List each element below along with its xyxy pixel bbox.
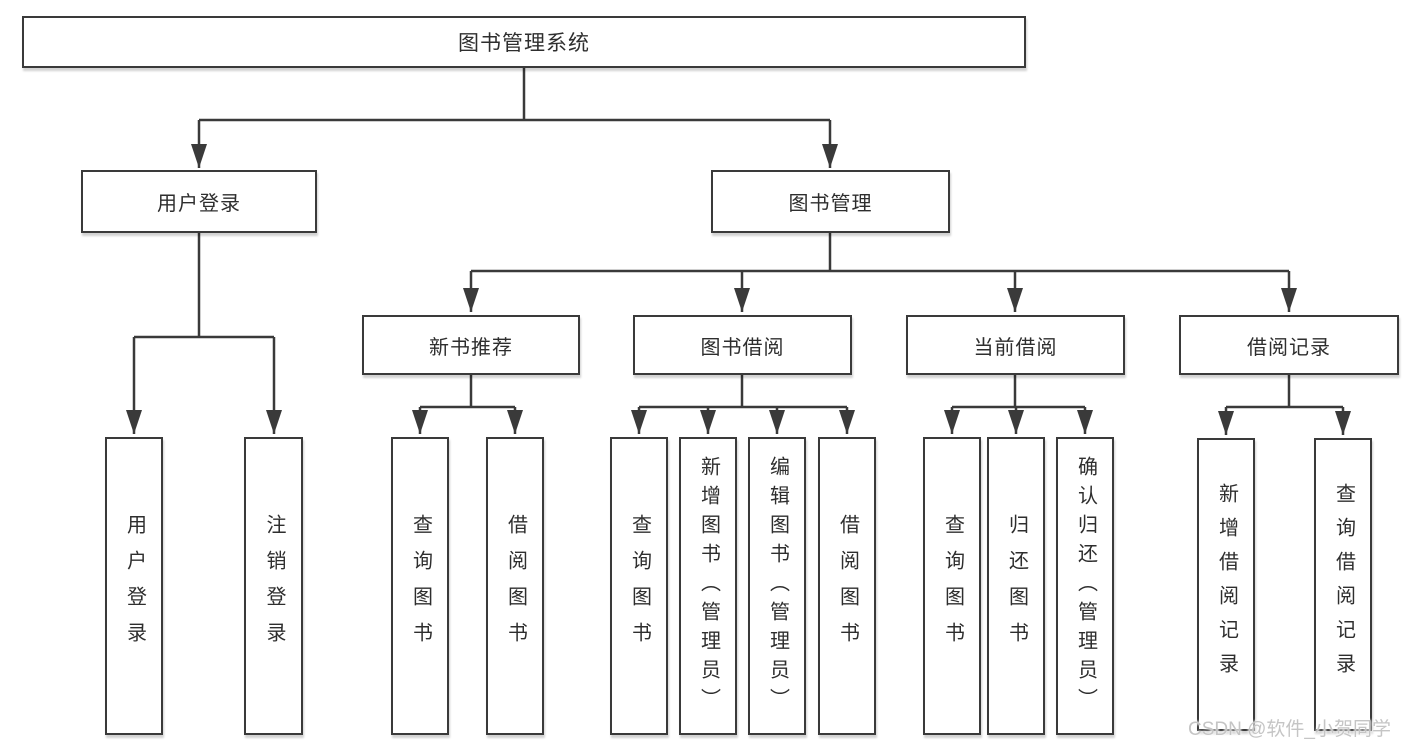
node-new-book-recommend: 新书推荐 (362, 315, 580, 375)
node-book-borrow-label: 图书借阅 (700, 336, 785, 359)
leaf-query-books-1: 查询图书 (391, 437, 449, 735)
node-current-borrow: 当前借阅 (906, 315, 1125, 375)
leaf-edit-book-admin-label: 编辑图书（管理员） (766, 455, 789, 717)
leaf-borrow-books-1-label: 借阅图书 (504, 514, 527, 658)
leaf-query-borrow-record-label: 查询借阅记录 (1332, 482, 1355, 687)
node-library-system: 图书管理系统 (22, 16, 1026, 68)
connector-rails (134, 68, 1343, 409)
node-book-management: 图书管理 (711, 170, 950, 233)
watermark: CSDN @软件_小贺同学 (1188, 719, 1391, 740)
leaf-borrow-books-1: 借阅图书 (486, 437, 544, 735)
node-current-borrow-label: 当前借阅 (973, 336, 1058, 359)
leaf-add-borrow-record: 新增借阅记录 (1197, 438, 1255, 731)
leaf-query-books-2-label: 查询图书 (628, 514, 651, 658)
leaf-confirm-return-admin-label: 确认归还（管理员） (1074, 455, 1097, 717)
node-borrow-records-label: 借阅记录 (1247, 336, 1331, 359)
node-new-book-recommend-label: 新书推荐 (429, 336, 513, 359)
leaf-edit-book-admin: 编辑图书（管理员） (748, 437, 806, 735)
leaf-query-books-3: 查询图书 (923, 437, 981, 735)
leaf-return-book: 归还图书 (987, 437, 1045, 735)
node-book-borrow: 图书借阅 (633, 315, 852, 375)
node-borrow-records: 借阅记录 (1179, 315, 1399, 375)
leaf-logout-label: 注销登录 (263, 514, 285, 658)
node-user-login-label: 用户登录 (157, 193, 241, 215)
leaf-borrow-books-2-label: 借阅图书 (836, 514, 859, 658)
leaf-add-book-admin-label: 新增图书（管理员） (697, 455, 720, 717)
leaf-add-borrow-record-label: 新增借阅记录 (1215, 482, 1238, 687)
leaf-user-login-label: 用户登录 (123, 514, 146, 658)
leaf-query-books-3-label: 查询图书 (941, 514, 964, 658)
leaf-query-books-1-label: 查询图书 (409, 514, 432, 658)
leaf-return-book-label: 归还图书 (1005, 514, 1028, 658)
node-book-management-label: 图书管理 (788, 193, 873, 215)
leaf-user-login: 用户登录 (105, 437, 163, 735)
leaf-query-borrow-record: 查询借阅记录 (1314, 438, 1372, 731)
leaf-logout: 注销登录 (244, 437, 303, 735)
node-user-login: 用户登录 (81, 170, 317, 233)
node-library-system-label: 图书管理系统 (458, 32, 590, 55)
leaf-query-books-2: 查询图书 (610, 437, 668, 735)
leaf-confirm-return-admin: 确认归还（管理员） (1056, 437, 1114, 735)
leaf-add-book-admin: 新增图书（管理员） (679, 437, 737, 735)
leaf-borrow-books-2: 借阅图书 (818, 437, 876, 735)
